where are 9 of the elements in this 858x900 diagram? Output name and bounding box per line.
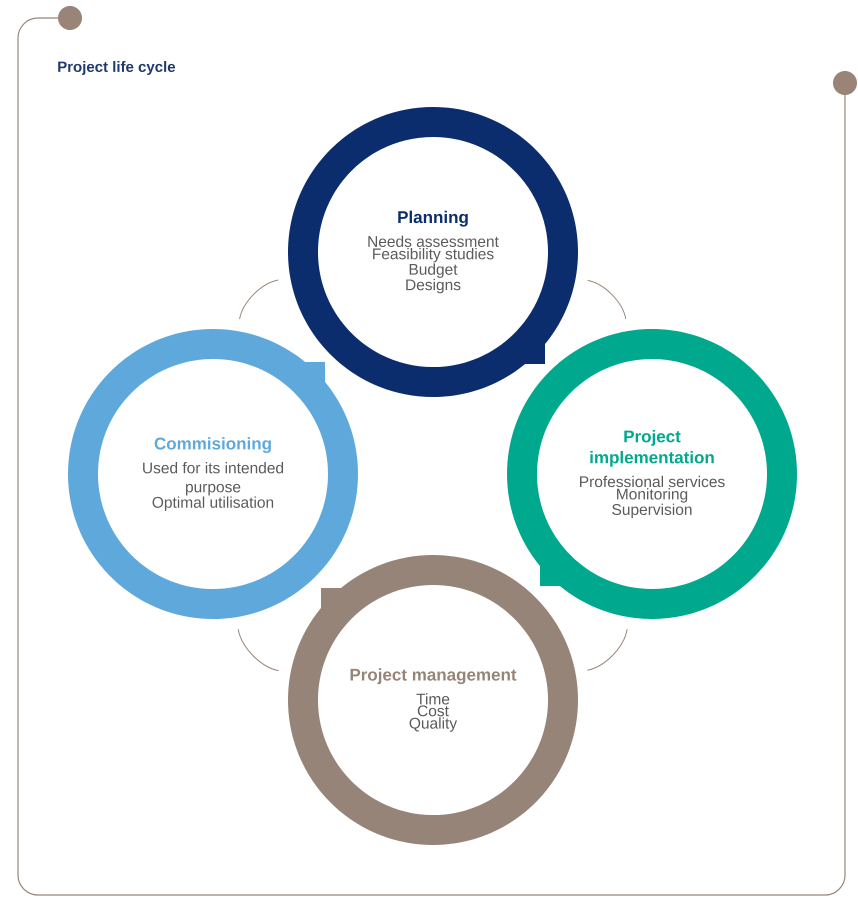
title: Project life cycle <box>58 61 176 75</box>
ring-node: Commisioning Used for its intended purpose Optimal utilisation <box>68 329 358 619</box>
connector-arc <box>239 280 279 320</box>
ring-node: Project management Time Cost Quality <box>288 555 578 845</box>
connector-arc <box>587 280 626 320</box>
connector-arc <box>586 628 628 671</box>
ring-node: Project implementation Professional services Monitoring Supervision <box>507 329 797 619</box>
ring-node: Planning Needs assessment Feasibility studies Budget Designs <box>288 107 578 397</box>
connector-arc <box>238 628 280 672</box>
